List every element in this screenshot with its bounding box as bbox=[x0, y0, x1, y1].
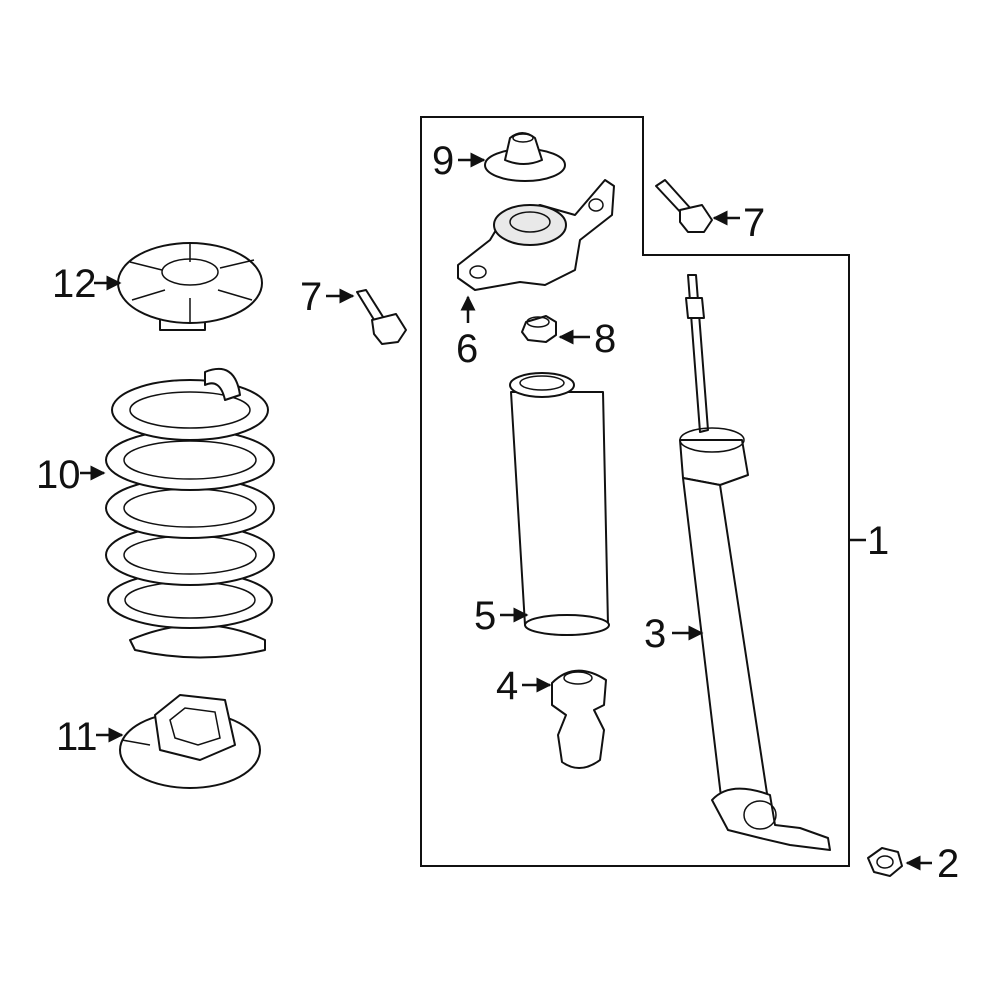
callout-11: 11 bbox=[56, 715, 98, 759]
mounting-bolt-left bbox=[356, 289, 407, 345]
coil-spring bbox=[105, 367, 275, 659]
dust-boot bbox=[509, 372, 610, 636]
mounting-bolt-right bbox=[655, 179, 713, 233]
upper-shock-mount bbox=[457, 179, 615, 291]
callout-5: 5 bbox=[474, 594, 496, 638]
lower-nut bbox=[867, 847, 903, 877]
dust-cap bbox=[484, 132, 566, 182]
callout-9: 9 bbox=[432, 139, 454, 183]
mount-bushing bbox=[521, 315, 557, 343]
bump-stop bbox=[551, 669, 607, 769]
callout-1: 1 bbox=[867, 519, 889, 563]
assembly-group-outline bbox=[420, 116, 850, 867]
callout-3: 3 bbox=[644, 612, 666, 656]
callout-10: 10 bbox=[36, 453, 81, 497]
callout-4: 4 bbox=[496, 664, 518, 708]
lower-spring-insulator bbox=[119, 694, 261, 789]
callout-2: 2 bbox=[937, 842, 959, 886]
shock-absorber bbox=[679, 274, 831, 851]
callout-7b: 7 bbox=[743, 201, 765, 245]
callout-6: 6 bbox=[456, 327, 478, 371]
callout-12: 12 bbox=[52, 262, 97, 306]
callout-8: 8 bbox=[594, 317, 616, 361]
callout-7a: 7 bbox=[300, 275, 322, 319]
upper-spring-insulator bbox=[117, 242, 263, 331]
